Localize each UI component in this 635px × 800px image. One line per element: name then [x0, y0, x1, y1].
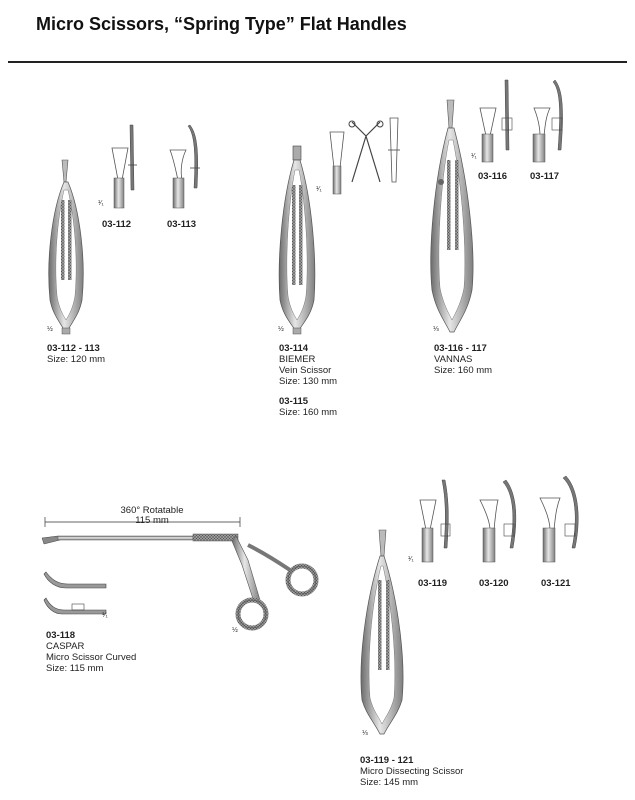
product-size-03-119: Size: 145 mm [360, 777, 419, 788]
scale-detail-03-118: ¹⁄₁ [102, 612, 108, 619]
tip-detail-03-119 [419, 479, 451, 563]
scissor-03-119-main [360, 529, 404, 735]
product-code-03-119: 03-119 - 121 [360, 755, 414, 766]
product-code-03-115: 03-115 [279, 396, 309, 407]
scale-detail-03-119: ¹⁄₁ [408, 556, 414, 563]
product-desc-03-119: Micro Dissecting Scissor [360, 766, 464, 777]
scissor-03-116-main [430, 99, 474, 333]
product-code-03-114: 03-114 [279, 343, 309, 354]
product-desc-03-114: Vein Scissor [279, 365, 332, 376]
product-desc-03-118: Micro Scissor Curved [46, 652, 137, 663]
product-code-03-116: 03-116 - 117 [434, 343, 487, 354]
dimension-title-03-118: 360° Rotatable [120, 505, 184, 516]
detail-label-03-116: 03-116 [478, 171, 508, 182]
detail-label-03-119: 03-119 [418, 578, 448, 589]
product-code-03-118: 03-118 [46, 630, 76, 641]
scale-detail-03-114: ¹⁄₁ [316, 186, 322, 193]
scissor-03-118-dimension [44, 517, 241, 527]
scale-main-03-112: ½ [47, 326, 53, 333]
product-size-03-118: Size: 115 mm [46, 663, 104, 674]
tip-detail-03-113 [169, 124, 200, 209]
detail-label-03-117: 03-117 [530, 171, 560, 182]
product-name-03-116: VANNAS [434, 354, 473, 365]
scissor-03-112-main [48, 159, 84, 335]
scale-detail-03-112: ¹⁄₁ [98, 200, 104, 207]
scissor-03-114-main [278, 145, 316, 335]
tip-detail-03-112 [111, 124, 137, 209]
product-code-03-112: 03-112 - 113 [47, 343, 100, 354]
product-name-03-114: BIEMER [279, 354, 316, 365]
scale-main-03-114: ½ [278, 326, 284, 333]
tip-detail-03-118 [43, 571, 107, 615]
detail-label-03-120: 03-120 [479, 578, 509, 589]
page-title: Micro Scissors, “Spring Type” Flat Handl… [36, 14, 407, 34]
tip-detail-03-121 [539, 475, 579, 563]
product-size-03-115: Size: 160 mm [279, 407, 338, 418]
detail-label-03-121: 03-121 [541, 578, 571, 589]
product-size-03-116: Size: 160 mm [434, 365, 493, 376]
tip-detail-03-120 [479, 479, 517, 563]
tip-detail-03-116 [479, 79, 513, 163]
dimension-value-03-118: 115 mm [135, 515, 169, 526]
scale-main-03-118: ½ [232, 627, 238, 634]
tip-detail-03-117 [532, 79, 563, 163]
title-divider [8, 61, 627, 63]
scale-main-03-116: ⅓ [433, 326, 439, 333]
product-size-03-114: Size: 130 mm [279, 376, 338, 387]
scale-detail-03-116: ¹⁄₁ [471, 153, 477, 160]
scale-main-03-119: ⅓ [362, 730, 368, 737]
scissor-03-118-main [41, 533, 319, 631]
product-size-03-112: Size: 120 mm [47, 354, 106, 365]
tip-detail-03-114 [329, 117, 400, 195]
product-name-03-118: CASPAR [46, 641, 85, 652]
detail-label-03-112: 03-112 [102, 219, 132, 230]
detail-label-03-113: 03-113 [167, 219, 197, 230]
